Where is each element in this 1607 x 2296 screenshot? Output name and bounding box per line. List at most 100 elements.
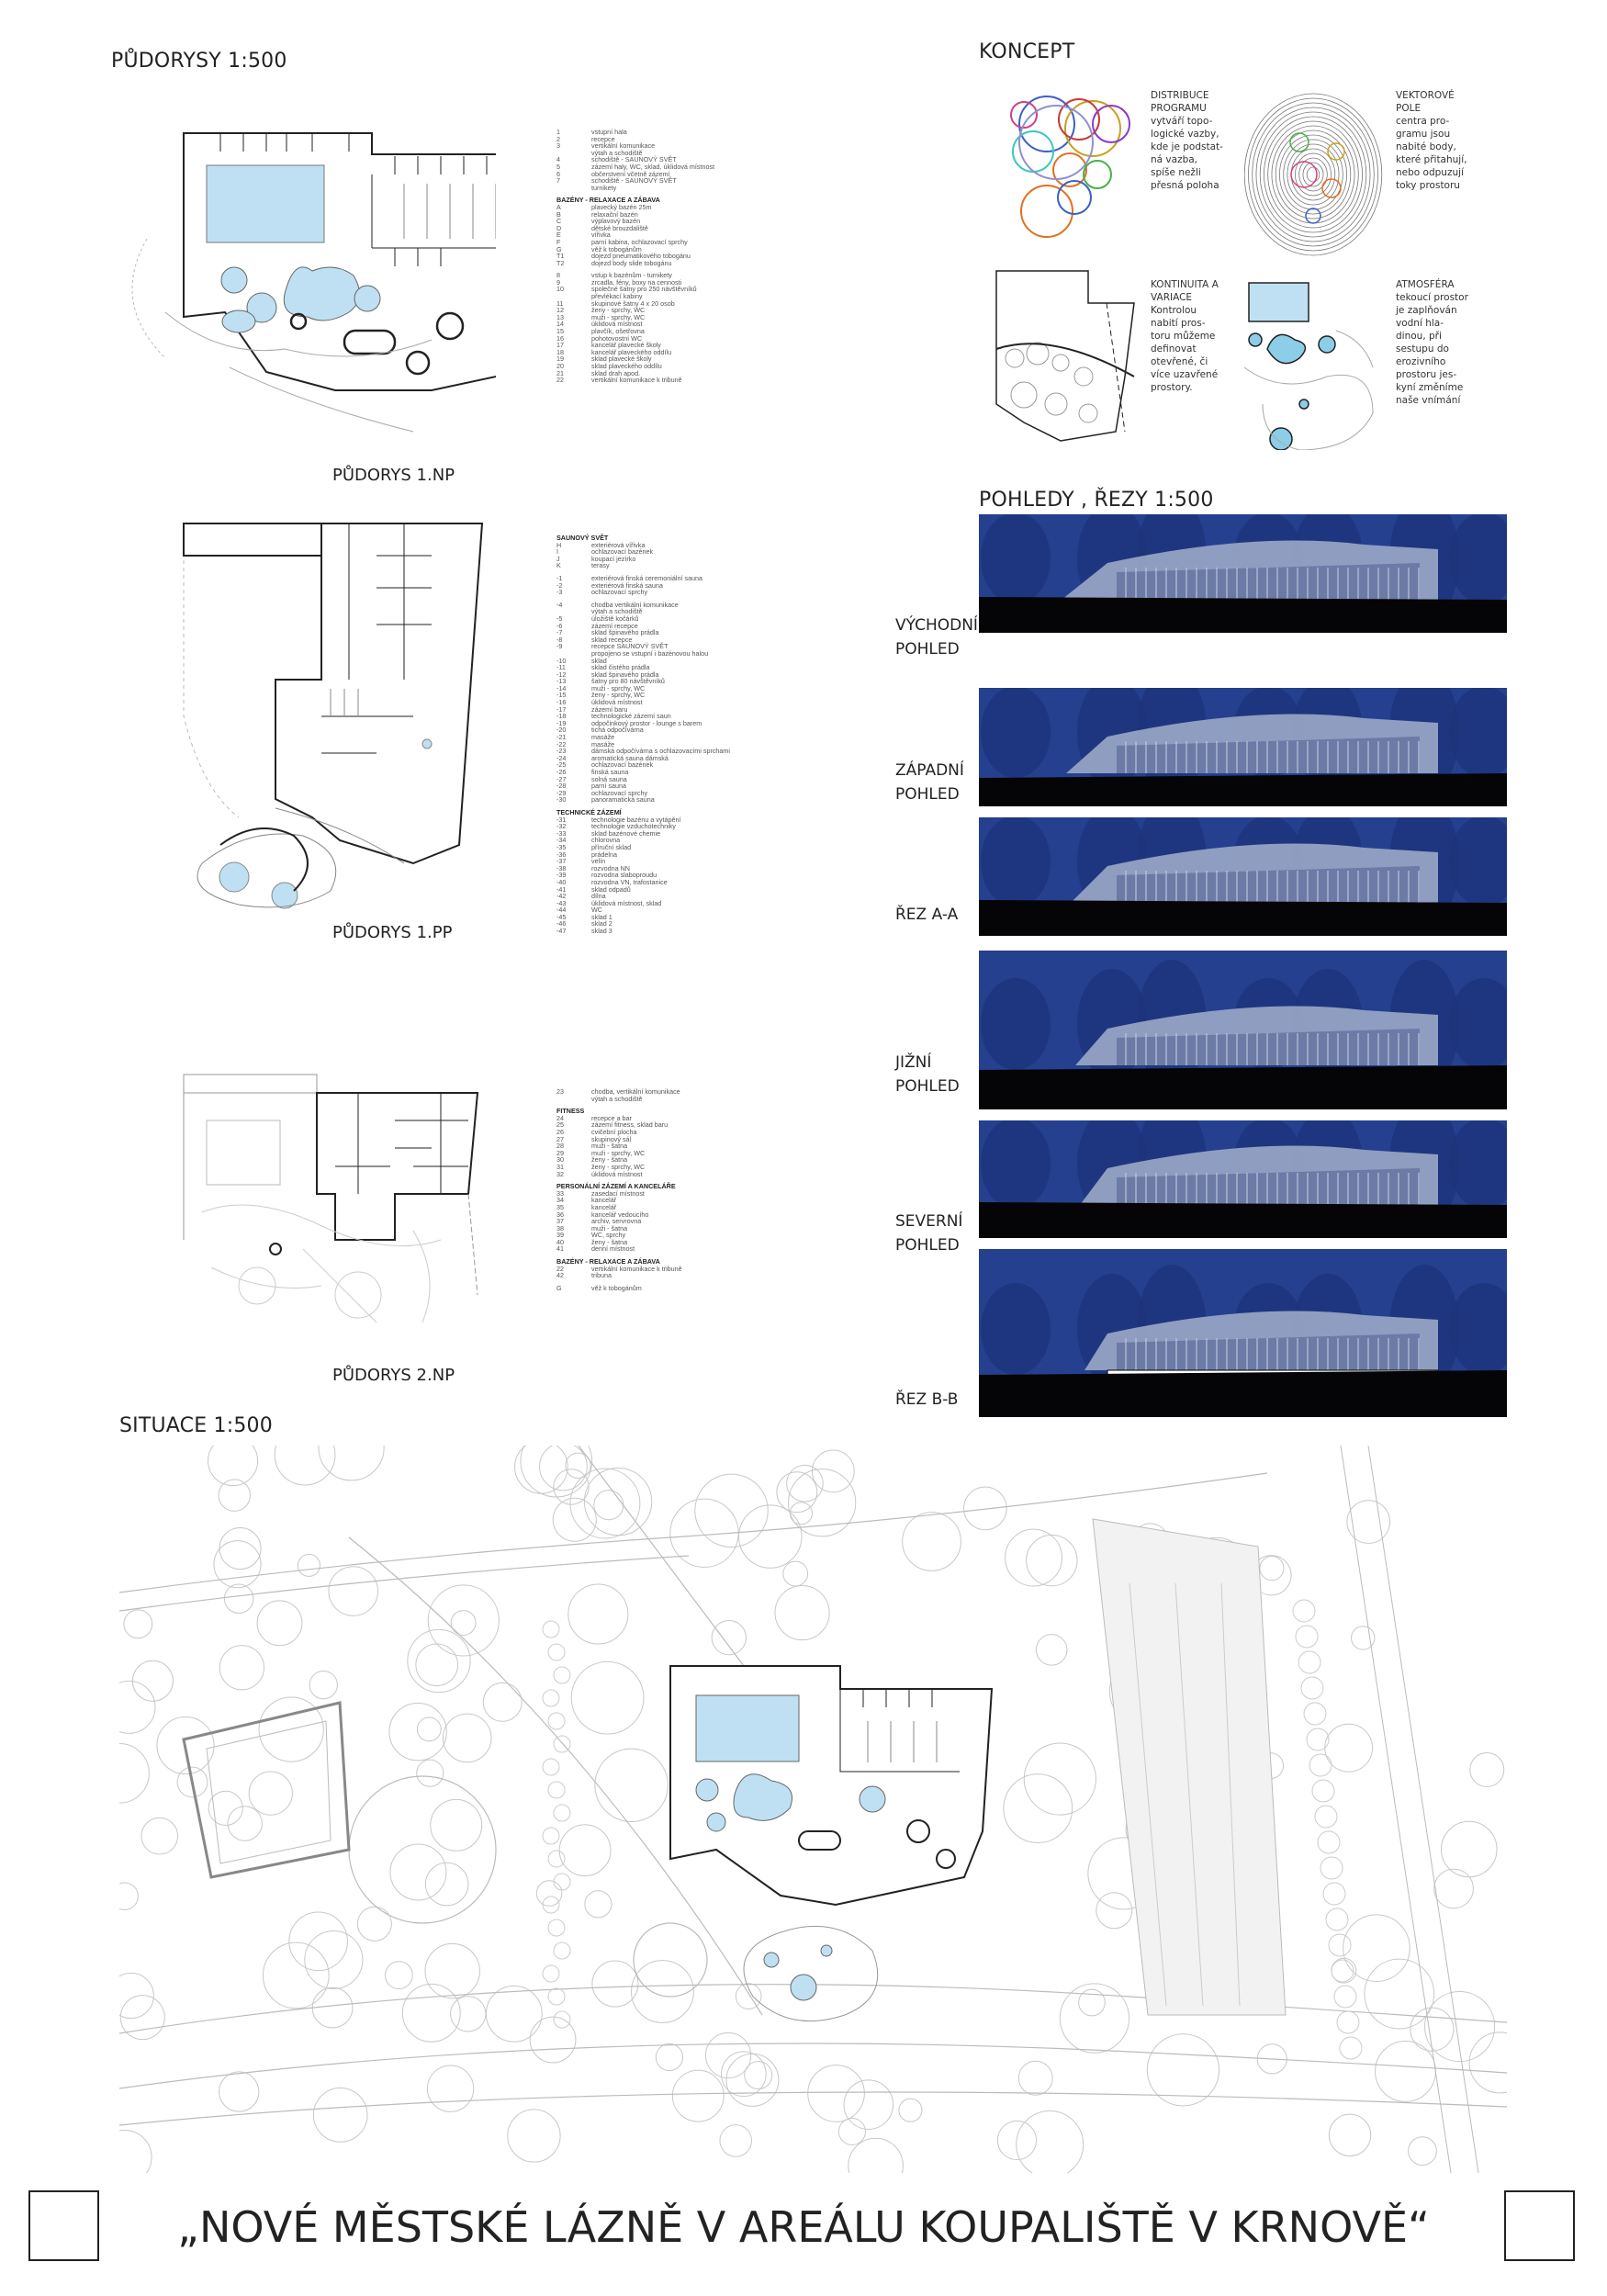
legend-item: turnikety: [556, 185, 714, 192]
legend-key: -32: [556, 822, 567, 831]
legend-key: 20: [556, 362, 564, 370]
legend-key: -39: [556, 871, 567, 880]
legend-text: recepce: [591, 134, 615, 143]
legend-key: 25: [556, 1120, 564, 1130]
legend-text: archiv, servrovna: [591, 1217, 642, 1226]
legend-key: T2: [556, 258, 565, 267]
legend-text: cvičební plocha: [591, 1127, 637, 1136]
legend-item: 36 kancelář vedoucího: [556, 1210, 682, 1219]
legend-text: ženy - šatna: [591, 1155, 628, 1165]
legend-key: -1: [556, 573, 563, 582]
legend-text: sklad špinavého prádla: [591, 670, 659, 679]
legend-item: výtah a schodiště: [556, 150, 714, 157]
legend-key: 22: [556, 376, 564, 385]
legend-key: 1: [556, 128, 560, 136]
poster-title: „NOVÉ MĚSTSKÉ LÁZNĚ V AREÁLU KOUPALIŠTĚ …: [177, 2202, 1430, 2252]
legend-text: tribuna: [591, 1271, 612, 1280]
legend-key: T1: [556, 252, 565, 261]
legend-text: společné šatny pro 250 návštěvníků: [591, 285, 697, 294]
legend-item: výtah a schodiště: [556, 608, 730, 615]
legend-key: -24: [556, 753, 567, 762]
legend-text: rozvodna VN, trafostanice: [591, 877, 668, 886]
legend-text: kancelář vedoucího: [591, 1210, 649, 1219]
legend-key: 36: [556, 1210, 564, 1219]
legend-key: 8: [556, 271, 560, 280]
legend-text: ochlazovací sprchy: [591, 788, 648, 797]
legend-text: panoramatická sauna: [591, 795, 655, 805]
legend-key: 10: [556, 285, 564, 294]
legend-text: chlorovna: [591, 836, 621, 845]
legend-text: ženy - šatna: [591, 1237, 628, 1246]
legend-key: 29: [556, 1148, 564, 1157]
legend-text: prádelna: [591, 850, 617, 859]
legend-key: 15: [556, 327, 564, 336]
legend-text: recepce a bar: [591, 1113, 632, 1122]
legend-text: vířivka: [591, 231, 611, 240]
legend-text: úklidová místnost: [591, 1169, 643, 1178]
legend-text: zrcadla, fény, boxy na cennosti: [591, 277, 682, 287]
legend-key: -45: [556, 912, 567, 921]
legend-text: vertikální komunikace k tribuně: [591, 1264, 682, 1273]
legend-text: sklad: [591, 656, 607, 665]
floor-plan-1np: [131, 132, 496, 433]
view-render: [979, 951, 1507, 1109]
floor-plan-1pp: [183, 523, 484, 909]
legend-text: dámská odpočívárna s ochlazovacími sprch…: [591, 747, 731, 756]
legend-text: úklidová místnost, sklad: [591, 898, 662, 907]
legend-text: sklad plaveckého oddílu: [591, 362, 662, 370]
legend-key: 13: [556, 312, 564, 321]
legend-text: věž k tobogánům: [591, 1283, 642, 1292]
view-label: ZÁPADNÍ POHLED: [895, 761, 964, 804]
legend-text: WC: [591, 906, 602, 915]
legend-text: muži - šatna: [591, 1142, 628, 1151]
legend-text: finská sauna: [591, 768, 629, 776]
legend-key: [556, 150, 591, 157]
plan-label-1np: PŮDORYS 1.NP: [332, 466, 455, 485]
legend-key: -18: [556, 712, 567, 721]
legend-text: skupinové šatny 4 x 20 osob: [591, 298, 675, 308]
legend-text: skupinový sál: [591, 1134, 632, 1143]
legend-text: úklidová místnost: [591, 320, 643, 329]
legend-item: výtah a schodiště: [556, 1094, 682, 1103]
legend-text: výtah a schodiště: [591, 1094, 643, 1103]
view-render: [979, 514, 1507, 633]
legend-key: -46: [556, 919, 567, 929]
legend-text: věž k tobogánům: [591, 244, 642, 253]
concept-atmosphere: [1243, 282, 1374, 450]
legend-key: -44: [556, 906, 567, 915]
legend-text: dojezd body slide tobogánu: [591, 258, 672, 267]
legend-text: zasedací místnost: [591, 1188, 645, 1198]
legend-key: -17: [556, 704, 567, 714]
view-label: VÝCHODNÍ POHLED: [895, 616, 978, 658]
legend-key: 35: [556, 1202, 564, 1211]
legend-key: 23: [556, 1087, 564, 1096]
legend-key: -38: [556, 863, 567, 872]
legend-key: 4: [556, 155, 560, 164]
